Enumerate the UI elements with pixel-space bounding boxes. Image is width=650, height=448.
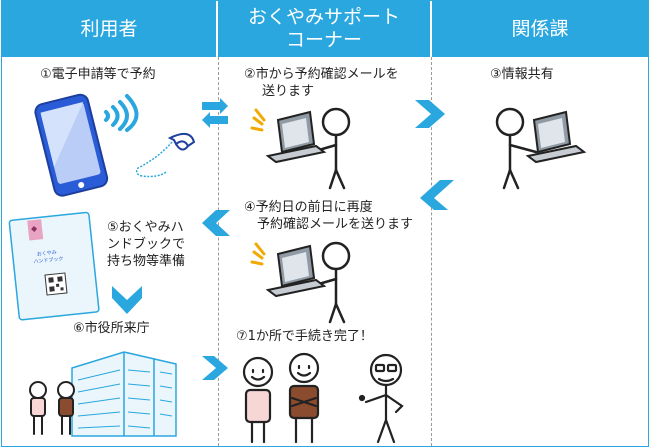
smartphone-icon xyxy=(34,93,109,197)
column-header-user: 利用者 xyxy=(2,1,216,57)
step-5-text-line3: 持ち物等準備 xyxy=(107,254,186,269)
step-5-text-line2: ンドブックで xyxy=(107,237,186,252)
column-header-support-corner: おくやみサポートコーナー xyxy=(218,1,430,57)
laptop-person-icon xyxy=(250,107,351,190)
header-related-label: 関係課 xyxy=(511,17,569,40)
header-support-line2: コーナー xyxy=(285,29,362,51)
step-4-text-line1: ④予約日の前日に再度 xyxy=(244,200,373,215)
step-2-text-line1: ②市から予約確認メールを xyxy=(244,67,399,82)
right-arrow-icon xyxy=(202,356,228,380)
telephone-handset-icon xyxy=(135,132,196,178)
laptop-person-icon xyxy=(495,107,587,190)
people-group-icon xyxy=(242,352,404,444)
column-divider-1 xyxy=(218,57,219,446)
svg-text:ハンドブック: ハンドブック xyxy=(33,255,64,265)
step-4-text-line2: 予約確認メールを送ります xyxy=(257,217,414,232)
people-group-icon xyxy=(29,381,75,435)
step-6-text: ⑥市役所来庁 xyxy=(73,321,150,336)
left-arrow-icon xyxy=(202,210,230,236)
step-3-text: ③情報共有 xyxy=(490,67,554,82)
step-1-text: ①電子申請等で予約 xyxy=(40,67,156,82)
header-user-label: 利用者 xyxy=(80,17,138,40)
header-support-line1: おくやみサポート xyxy=(247,6,400,28)
handbook-icon: おくやみ ハンドブック xyxy=(8,211,100,321)
down-arrow-icon xyxy=(112,286,142,314)
step-7-text: ⑦1か所で手続き完了！ xyxy=(236,329,373,344)
step-5-text-line1: ⑤おくやみハ xyxy=(107,220,184,235)
column-divider-2 xyxy=(431,57,432,446)
column-header-related-section: 関係課 xyxy=(432,1,648,57)
exchange-arrows-icon xyxy=(202,98,228,128)
right-arrow-icon xyxy=(415,100,445,128)
step-2-text-line2: 送ります xyxy=(262,84,315,99)
city-hall-icon xyxy=(71,351,177,437)
wifi-waves-icon xyxy=(104,94,139,132)
laptop-person-icon xyxy=(250,241,351,324)
left-arrow-icon xyxy=(420,180,454,210)
svg-text:おくやみ: おくやみ xyxy=(36,249,57,258)
